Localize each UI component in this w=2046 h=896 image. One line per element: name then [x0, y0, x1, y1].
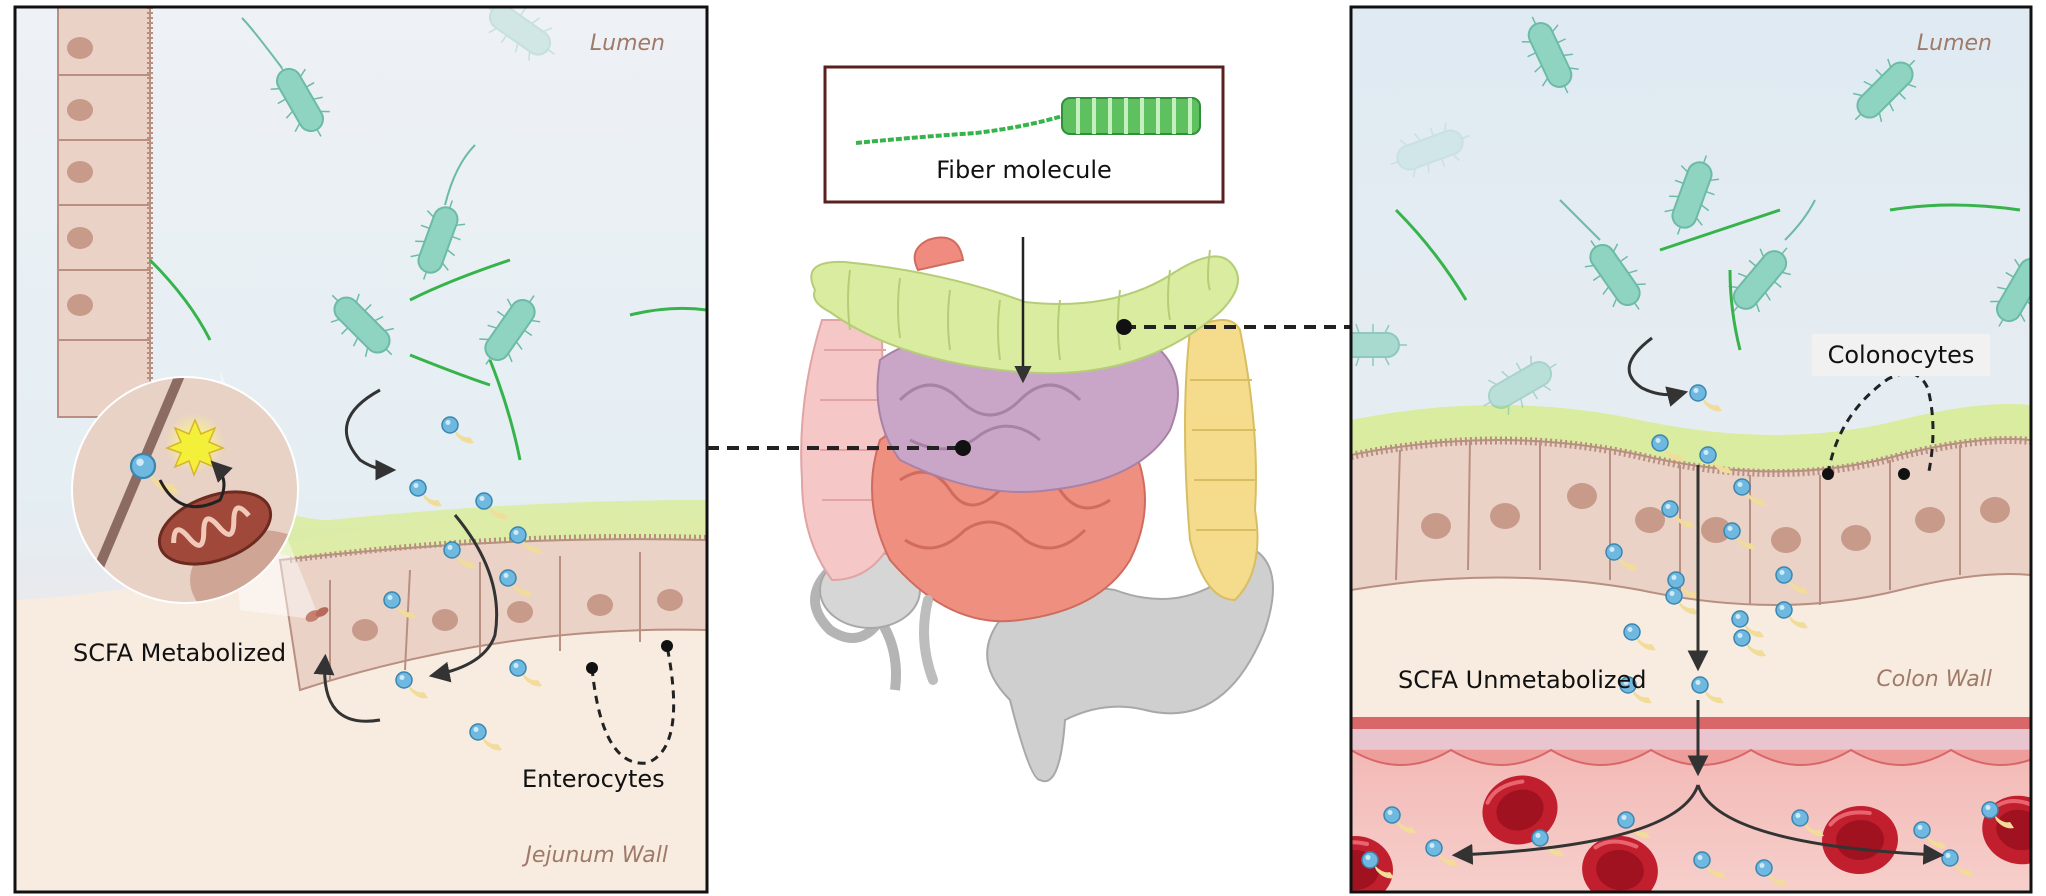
energy-burst-icon — [164, 418, 226, 478]
left-flow-arrows — [313, 388, 499, 723]
left-lumen-label: Lumen — [590, 31, 665, 56]
right-fiber-strands — [1394, 203, 2021, 351]
left-cell-column — [57, 7, 153, 418]
left-panel: Lumen Jejunum Wall SCFA Metabolized Ente… — [13, 5, 709, 894]
colonocytes-label-bg — [1812, 334, 1990, 376]
fiber-molecule-label: Fiber molecule — [936, 156, 1112, 184]
metabolite-fragment — [305, 607, 329, 622]
scfa-unmetabolized-label: SCFA Unmetabolized — [1398, 666, 1647, 694]
fiber-coil-icon — [1061, 97, 1201, 135]
colon-wall-label: Colon Wall — [1876, 667, 1992, 692]
mitochondrion-icon — [157, 490, 273, 566]
enterocytes-pointer — [586, 640, 676, 765]
scfa-metabolized-label: SCFA Metabolized — [73, 639, 286, 667]
colonocytes-pointer — [1822, 371, 1935, 480]
intestine-illustration — [800, 236, 1274, 783]
fiber-molecule-box: Fiber molecule — [823, 65, 1225, 204]
enterocytes-label: Enterocytes — [522, 765, 665, 793]
center-connectors — [707, 237, 1351, 456]
center-digestive-tract: Fiber molecule — [707, 65, 1351, 783]
left-fiber-strands — [148, 258, 707, 461]
left-bacteria — [241, 7, 568, 378]
fiber-strand-icon — [855, 113, 1067, 145]
left-enterocyte-row — [278, 533, 707, 692]
right-lumen-label: Lumen — [1917, 31, 1992, 56]
right-panel: Lumen Colon Wall SCFA Unmetabolized Colo… — [1349, 5, 2033, 894]
jejunum-wall-label: Jejunum Wall — [521, 843, 668, 868]
right-flow-arrows — [1451, 336, 1945, 865]
right-panel-frame — [1349, 5, 2033, 894]
colonocytes-label: Colonocytes — [1828, 341, 1975, 369]
right-bacteria — [1351, 7, 2031, 426]
